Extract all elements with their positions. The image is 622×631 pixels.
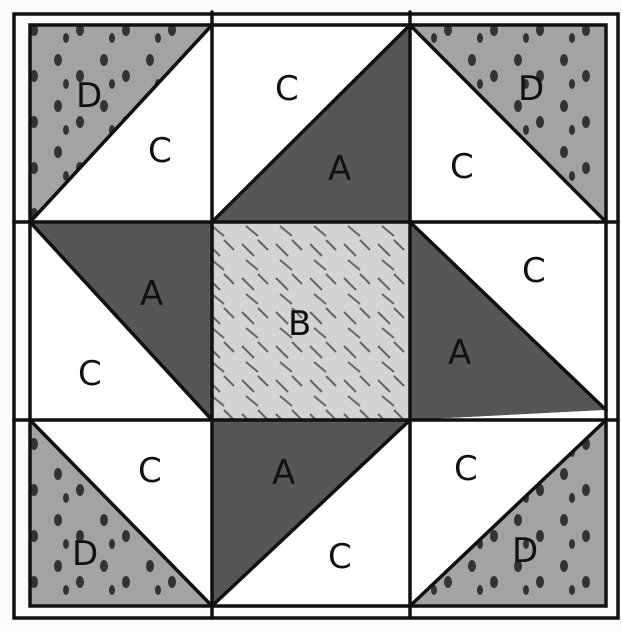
label-br-c: C — [454, 449, 478, 489]
label-bm-c: C — [328, 537, 352, 577]
label-tm-c: C — [275, 69, 299, 109]
label-tl-c: C — [148, 131, 172, 171]
label-center-b: B — [288, 304, 311, 344]
label-ml-c: C — [78, 354, 102, 394]
label-tr-d: D — [518, 69, 544, 109]
label-br-d: D — [512, 531, 538, 571]
label-mr-c: C — [522, 251, 546, 291]
label-tr-c: C — [450, 147, 474, 187]
label-tm-a: A — [328, 149, 351, 189]
label-mr-a: A — [448, 333, 471, 373]
label-ml-a: A — [140, 274, 163, 314]
label-bl-d: D — [72, 534, 98, 574]
label-bl-c: C — [138, 451, 162, 491]
label-bm-a: A — [272, 453, 295, 493]
label-tl-d: D — [76, 76, 102, 116]
